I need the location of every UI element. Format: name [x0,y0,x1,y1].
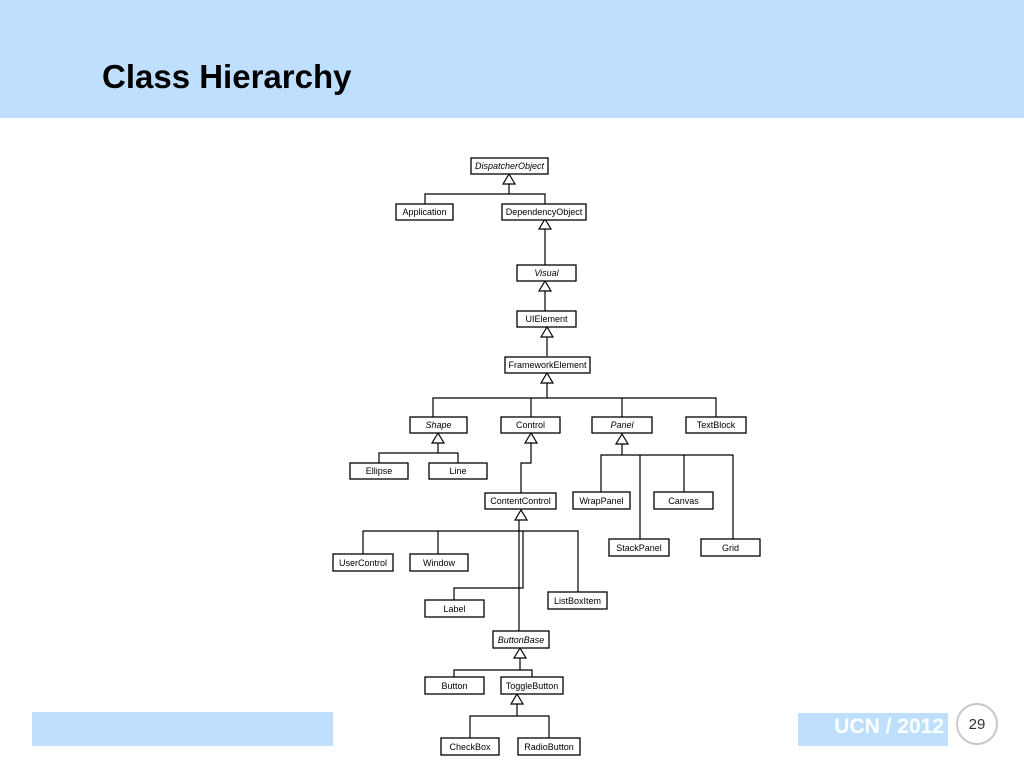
arrowhead-toggle-button [509,692,525,705]
edge-framework-element-children [432,397,717,417]
class-label-label: Label [443,604,465,614]
class-box-button-base [492,630,550,649]
class-box-shape [409,416,468,434]
class-label-framework-element: FrameworkElement [508,360,587,370]
edge-shape-children [378,452,459,463]
class-label-window: Window [423,558,456,568]
class-box-ui-element [516,310,577,328]
arrowhead-dependency-object [537,217,553,230]
edge-content-control-children [362,530,579,592]
class-box-canvas [653,491,714,510]
class-label-application: Application [402,207,446,217]
class-label-check-box: CheckBox [449,742,491,752]
class-box-text-block [685,416,747,434]
class-label-toggle-button: ToggleButton [506,681,559,691]
arrowhead-content-control [513,508,529,521]
class-label-shape: Shape [425,420,451,430]
edge-content-control-to-control [520,443,532,493]
arrowhead-shape [430,431,446,444]
edge-dispatcher-object-children [424,193,546,204]
inheritance-arrowheads [430,172,630,705]
class-box-radio-button [517,737,581,756]
class-label-text-block: TextBlock [697,420,736,430]
class-box-button [424,676,485,695]
class-label-content-control: ContentControl [490,496,551,506]
class-box-dispatcher-object [470,157,549,175]
arrowhead-dispatcher-object [501,172,517,185]
class-box-check-box [440,737,500,756]
edge-panel-children [600,454,734,539]
class-label-button-base: ButtonBase [498,635,545,645]
class-label-radio-button: RadioButton [524,742,574,752]
class-label-line: Line [449,466,466,476]
footer-left-band [32,712,333,746]
class-box-grid [700,538,761,557]
class-label-visual: Visual [534,268,559,278]
class-box-window [409,553,469,572]
class-box-application [395,203,454,221]
class-box-user-control [332,553,394,572]
footer-right-band: UCN / 2012 [798,713,948,746]
class-box-label [424,599,485,618]
page-number: 29 [968,715,986,733]
class-label-grid: Grid [722,543,739,553]
edge-button-base-children [453,669,533,677]
arrowhead-ui-element [539,325,555,338]
class-label-button: Button [441,681,467,691]
class-box-control [500,416,561,434]
class-label-control: Control [516,420,545,430]
class-box-line [428,462,488,480]
class-box-visual [516,264,577,282]
edge-label-branch [453,531,524,600]
class-box-list-box-item [547,591,608,610]
page-number-badge: 29 [956,703,998,745]
arrowhead-framework-element [539,371,555,384]
class-label-ellipse: Ellipse [366,466,393,476]
inheritance-edges [362,184,734,738]
class-label-list-box-item: ListBoxItem [554,596,601,606]
class-label-wrap-panel: WrapPanel [579,496,623,506]
class-label-dependency-object: DependencyObject [506,207,583,217]
class-label-user-control: UserControl [339,558,387,568]
arrowhead-button-base [512,646,528,659]
class-label-dispatcher-object: DispatcherObject [475,161,545,171]
footer-label: UCN / 2012 [834,715,944,738]
class-box-stack-panel [608,538,670,557]
class-label-canvas: Canvas [668,496,699,506]
arrowhead-panel [614,432,630,445]
class-box-wrap-panel [572,491,631,510]
arrowhead-visual [537,279,553,292]
class-nodes: DispatcherObject Application DependencyO… [332,157,761,756]
class-box-framework-element [504,356,591,374]
edge-toggle-button-children [469,715,550,738]
class-box-toggle-button [500,676,564,695]
class-label-ui-element: UIElement [525,314,568,324]
class-label-panel: Panel [610,420,634,430]
class-box-dependency-object [501,203,587,221]
arrowhead-control [523,431,539,444]
header-band [0,0,1024,118]
class-box-ellipse [349,462,409,480]
class-box-content-control [484,492,557,510]
class-label-stack-panel: StackPanel [616,543,662,553]
slide-title: Class Hierarchy [102,58,352,95]
class-box-panel [591,416,653,434]
